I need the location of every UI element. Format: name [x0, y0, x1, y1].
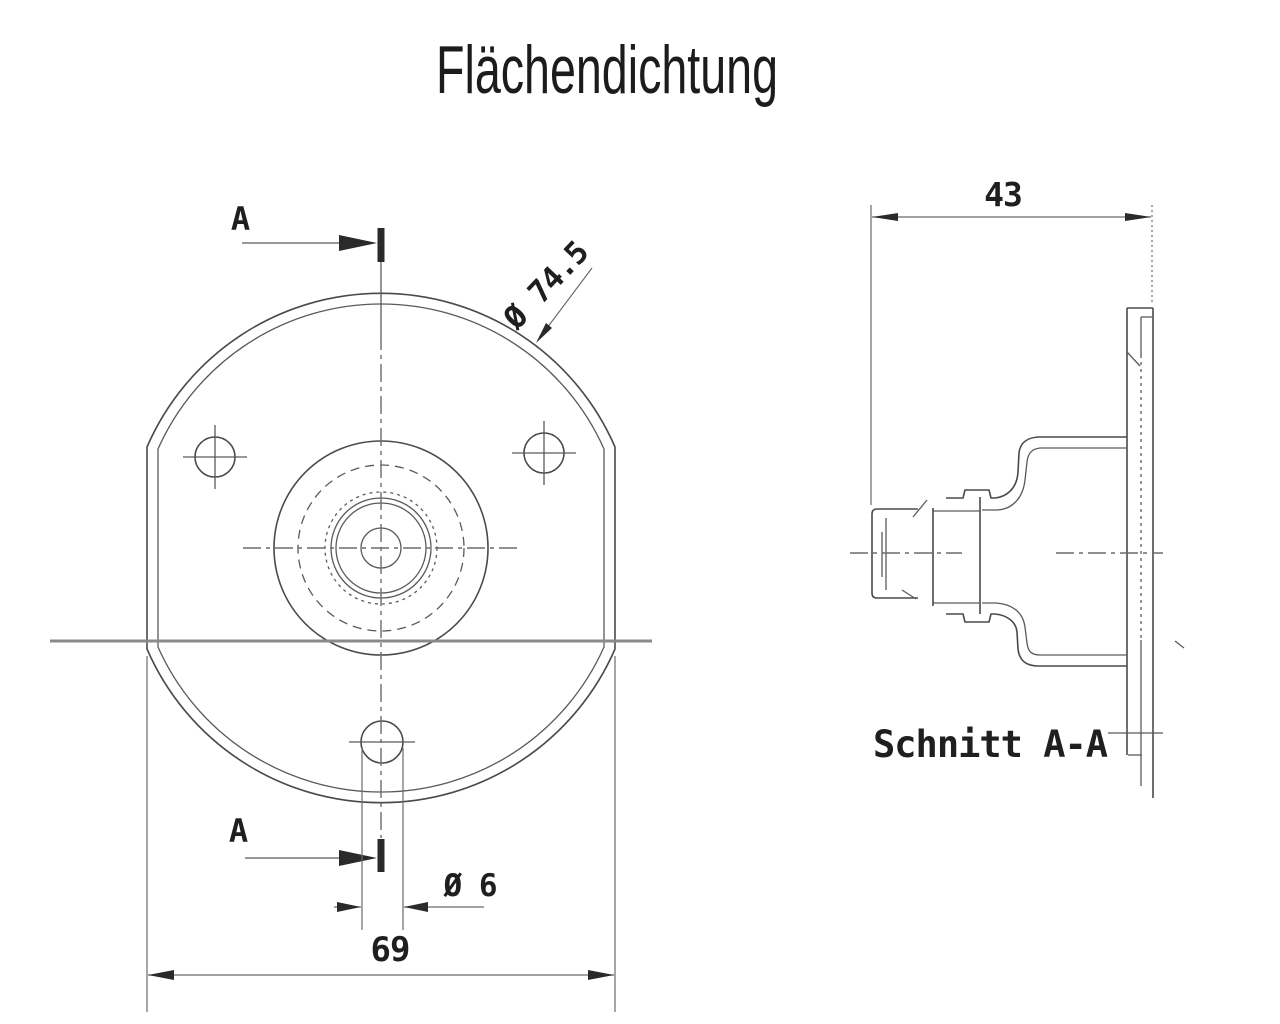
- section-arrow-bottom-icon: [339, 850, 377, 866]
- dim-depth: 43: [870, 175, 1153, 505]
- section-label-top: A: [231, 200, 250, 238]
- section-caption: Schnitt A-A: [873, 723, 1108, 766]
- section-arrow-top-icon: [339, 235, 377, 251]
- dim-across-flats: 69: [146, 656, 616, 1012]
- dim-hole-diameter: Ø 6: [334, 748, 498, 930]
- flange-plate: [1126, 307, 1154, 798]
- drawing-title: Flächendichtung: [436, 32, 778, 108]
- front-view: A A Ø 74.5 Ø 6: [50, 200, 652, 1012]
- gasket-inner-contour: [157, 303, 605, 793]
- outer-diameter-label: Ø 74.5: [496, 235, 596, 337]
- section-cut-indicator: A A: [229, 200, 385, 872]
- across-flats-label: 69: [371, 930, 410, 970]
- section-caption-group: Schnitt A-A: [873, 723, 1163, 766]
- section-label-bottom: A: [229, 812, 248, 850]
- section-view: 43: [850, 175, 1185, 798]
- gasket-outer-contour: [146, 292, 616, 804]
- housing-profile: [871, 436, 1185, 667]
- hole-diameter-label: Ø 6: [443, 868, 497, 904]
- depth-label: 43: [984, 175, 1022, 214]
- bolt-hole-right: [512, 421, 576, 485]
- bottom-hole: [349, 720, 415, 764]
- dim-outer-diameter: Ø 74.5: [496, 235, 596, 343]
- bolt-hole-left: [183, 425, 247, 489]
